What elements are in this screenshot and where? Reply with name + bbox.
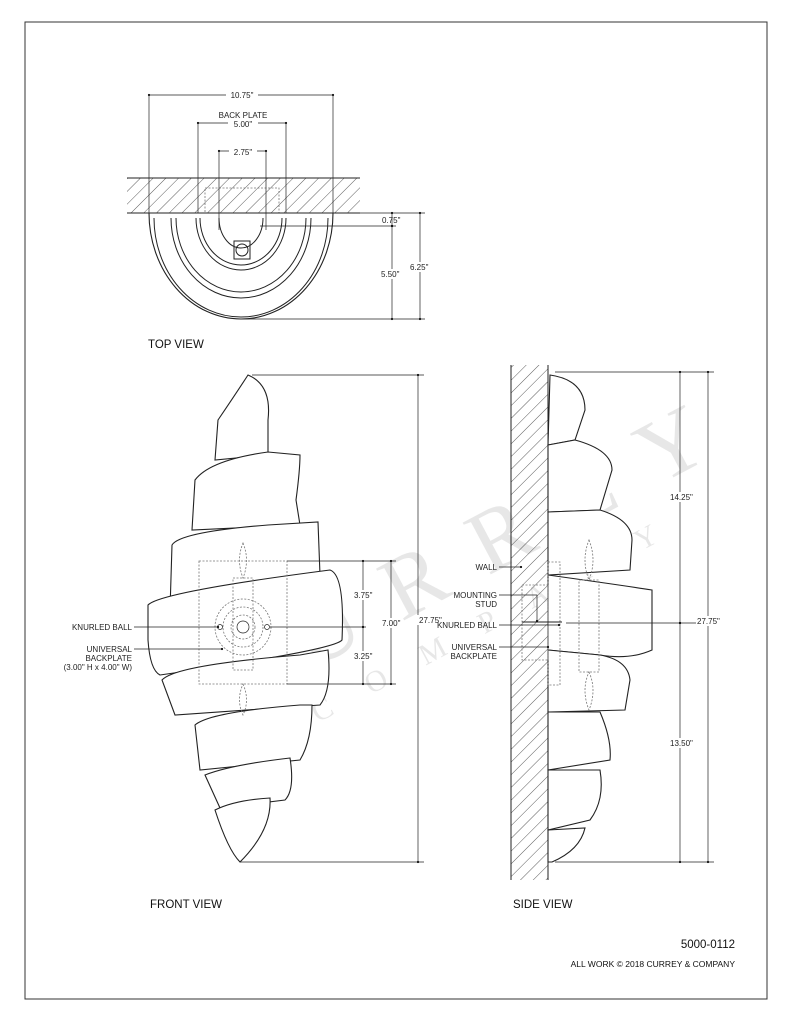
dim-front-lower: 3.25" — [354, 652, 373, 661]
side-view-title: SIDE VIEW — [513, 899, 573, 911]
callout-wall: WALL — [476, 563, 498, 572]
part-number: 5000-0112 — [681, 939, 735, 951]
dim-overall-depth: 6.25" — [410, 263, 429, 272]
callout-backplate-line1: UNIVERSAL — [87, 645, 133, 654]
dim-overall-width: 10.75" — [231, 91, 254, 100]
dim-body-depth: 5.50" — [381, 270, 400, 279]
callout-side-knurled-ball: KNURLED BALL — [437, 621, 498, 630]
top-view: 10.75" BACK PLATE 5.00" 2.75" 0.75" 5.50… — [127, 89, 431, 351]
side-view: 14.25" 13.50" 27.75" WALL MOUNTING STUD … — [437, 365, 722, 911]
dim-backplate-height: 7.00" — [382, 619, 401, 628]
callout-knurled-ball: KNURLED BALL — [72, 623, 133, 632]
callout-backplate-size: (3.00" H x 4.00" W) — [64, 663, 133, 672]
dim-back-plate: 5.00" — [234, 120, 253, 129]
back-plate-label: BACK PLATE — [219, 111, 268, 120]
dim-side-overall-height: 27.75" — [697, 617, 720, 626]
front-view-title: FRONT VIEW — [150, 899, 222, 911]
dim-side-lower: 13.50" — [670, 739, 693, 748]
callout-side-backplate-line2: BACKPLATE — [450, 652, 497, 661]
dim-plate-depth: 0.75" — [382, 216, 401, 225]
top-view-title: TOP VIEW — [148, 339, 204, 351]
front-view: 27.75" 3.75" 3.25" 7.00" KNURLED BALL UN… — [64, 373, 442, 911]
dim-front-upper: 3.75" — [354, 591, 373, 600]
callout-stud-line2: STUD — [475, 600, 497, 609]
drawing-border — [24, 21, 768, 1000]
callout-stud-line1: MOUNTING — [453, 591, 497, 600]
callout-side-backplate-line1: UNIVERSAL — [452, 643, 498, 652]
dim-inner-width: 2.75" — [234, 148, 253, 157]
wall-hatch — [127, 178, 360, 213]
copyright: ALL WORK © 2018 CURREY & COMPANY — [571, 959, 736, 969]
callout-backplate-line2: BACKPLATE — [85, 654, 132, 663]
dim-side-upper: 14.25" — [670, 493, 693, 502]
dim-front-overall-height: 27.75" — [419, 616, 442, 625]
